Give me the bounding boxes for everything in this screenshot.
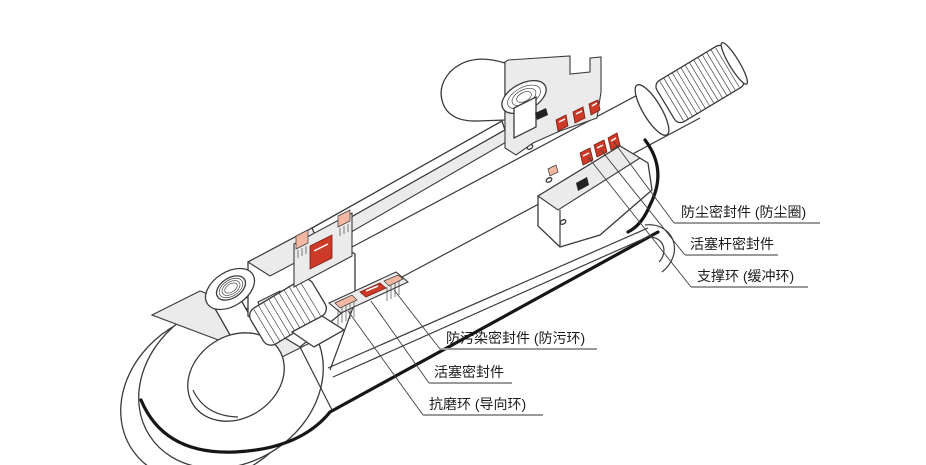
- barrel-near-wall-line: [332, 234, 653, 378]
- piston-rod: [351, 42, 749, 278]
- piston-retaining-nut: [290, 315, 346, 348]
- barrel-vent-dot-2: [545, 177, 553, 183]
- label-text-wear-ring: 抗磨环 (导向环): [429, 396, 526, 412]
- gland-rod-seal-groove: [596, 144, 604, 149]
- barrel-end-boss-inner-arc: [649, 236, 665, 263]
- label-dust-seal: 防尘密封件 (防尘圈): [613, 141, 820, 224]
- piston-upper-seal: [309, 234, 333, 270]
- leader-line-dust-seal: [613, 141, 675, 224]
- gland-dust-seal-groove: [610, 137, 617, 142]
- head-port-thread-3: [516, 91, 532, 103]
- rod-thread-end-cap: [720, 42, 749, 85]
- label-piston-seal: 活塞密封件: [370, 300, 512, 384]
- head-seal-3-groove: [591, 102, 598, 107]
- piston-lower-hatch: [337, 281, 400, 325]
- clevis-eye-bore: [187, 332, 285, 422]
- cap-port-thread-2: [221, 280, 241, 296]
- piston-upper-wear-ring-right: [337, 209, 351, 228]
- head-seal-3: [588, 99, 601, 116]
- label-text-piston-seal: 活塞密封件: [434, 364, 504, 380]
- label-text-dust-seal: 防尘密封件 (防尘圈): [681, 204, 806, 220]
- leader-line-piston-seal: [370, 300, 430, 384]
- rod-thread-section: [655, 42, 749, 124]
- piston-seal-element: [359, 282, 387, 298]
- label-support-ring: 支撑环 (缓冲环): [587, 156, 808, 288]
- piston-upper-hatch: [297, 224, 349, 258]
- label-rod-seal: 活塞杆密封件: [600, 149, 778, 256]
- cap-port-hole: [215, 275, 247, 301]
- label-text-rod-seal: 活塞杆密封件: [690, 236, 774, 252]
- leader-line-support-ring: [587, 156, 692, 288]
- cushion-sleeve: [249, 278, 346, 348]
- gland-dark-element: [576, 177, 589, 191]
- label-text-anti-contamination-seal: 防污染密封件 (防污环): [446, 330, 585, 346]
- leader-line-wear-ring: [347, 310, 424, 416]
- cap-edge-line: [299, 346, 333, 411]
- gland-support-ring-groove: [582, 152, 590, 157]
- label-text-support-ring: 支撑环 (缓冲环): [697, 268, 794, 284]
- gland-support-ring: [579, 147, 594, 166]
- barrel-end-boss-outer-arc: [644, 224, 676, 273]
- piston-seal-groove: [365, 285, 379, 292]
- barrel-bore-bottom-line: [327, 227, 649, 369]
- bottom-outline: [139, 230, 660, 454]
- cap-inner-edge-line: [329, 301, 356, 371]
- cap-port-thread-3: [224, 282, 238, 294]
- head-seal-2-groove: [575, 110, 583, 115]
- head-seal-1-groove: [558, 118, 566, 123]
- head-port-bore: [513, 95, 537, 140]
- rod-collar: [634, 84, 670, 136]
- cap-port-thread-1: [218, 277, 244, 299]
- leader-line-rod-seal: [600, 149, 686, 256]
- piston-wear-ring-right: [383, 274, 404, 287]
- cushion-sleeve-ribs: [253, 281, 321, 344]
- rod-thread-lines: [659, 47, 740, 121]
- leader-line-anti-contamination-seal: [393, 289, 441, 350]
- clevis-eye-bore-depth-arc: [192, 389, 239, 418]
- gland-wiper-back-ring: [547, 164, 559, 177]
- head-weld-lobe: [440, 58, 506, 122]
- head-check-valve: [535, 108, 548, 120]
- gland-right-heavy-contour: [626, 138, 660, 234]
- piston-lower-section: [327, 271, 410, 325]
- label-wear-ring: 抗磨环 (导向环): [347, 310, 543, 416]
- piston-upper-wear-ring-left: [295, 229, 309, 250]
- piston-wear-ring-left: [334, 294, 358, 309]
- piston-upper-seal-groove: [313, 243, 329, 252]
- cylinder-head: [440, 55, 602, 156]
- label-anti-contamination-seal: 防污染密封件 (防污环): [393, 289, 597, 350]
- piston-upper-section: [293, 209, 353, 288]
